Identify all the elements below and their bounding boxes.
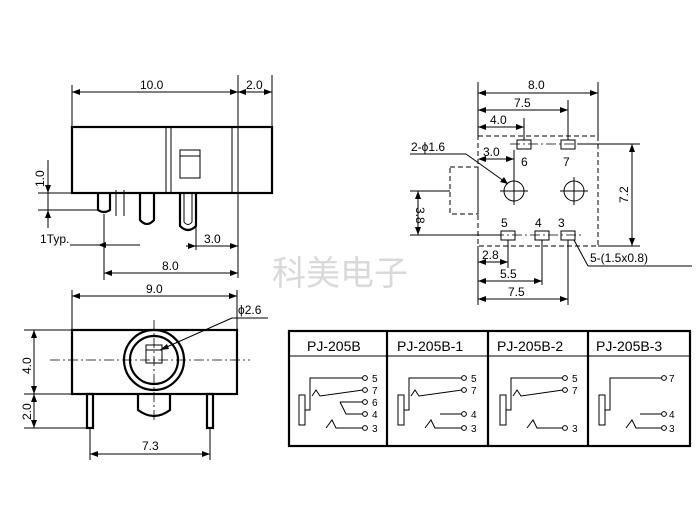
top-height-label: 1.0	[33, 170, 47, 187]
front-leg-label: 2.0	[20, 403, 34, 420]
pad-label-4: 4	[535, 216, 542, 230]
front-width-label: 9.0	[146, 282, 163, 296]
front-center-pin	[136, 394, 172, 418]
pcb-height72-label: 7.2	[617, 186, 631, 203]
pin-gap-label: 3.0	[204, 232, 221, 246]
pin-label: 4	[372, 410, 378, 421]
pcb-left38-label: 3.8	[413, 207, 427, 224]
slot-5	[500, 230, 516, 241]
pcb-span40-label: 4.0	[490, 113, 507, 127]
table-header-3: PJ-205B-2	[497, 338, 563, 354]
pin-label: 5	[372, 374, 378, 385]
pcb-layout: 6 7 5 4 3 8.0 7.5 4.0 2-ϕ1.6 3.0 7.2	[410, 78, 692, 305]
table-header-2: PJ-205B-1	[397, 338, 463, 354]
pin-label: 4	[669, 410, 675, 421]
slot-4	[534, 230, 550, 241]
slot-7	[560, 139, 576, 150]
slot-callout-label: 5-(1.5x0.8)	[590, 251, 648, 265]
schematic-pj205b-3: 7 4 3	[598, 374, 675, 435]
pad-label-3: 3	[558, 216, 565, 230]
pin-span-label: 8.0	[162, 259, 179, 273]
watermark: 科美电子	[272, 254, 408, 294]
front-contact	[145, 344, 163, 364]
front-leg-right	[205, 392, 215, 430]
pin-label: 5	[572, 374, 578, 385]
top-view-pin-mid	[138, 193, 156, 226]
table-header-1: PJ-205B	[307, 338, 361, 354]
top-right-label: 2.0	[246, 78, 263, 92]
schematic-table: PJ-205B PJ-205B-1 PJ-205B-2 PJ-205B-3 5 …	[287, 329, 692, 448]
schematic-pj205b-1: 5 7 4 3	[397, 374, 477, 435]
pad-label-7: 7	[563, 155, 570, 169]
top-view-pin-left	[96, 193, 112, 214]
pcb-span75-label: 7.5	[514, 96, 531, 110]
front-leg-left	[85, 392, 95, 430]
pin-label: 7	[572, 386, 578, 397]
pcb-bottom28-label: 2.8	[482, 248, 499, 262]
pin-label: 3	[669, 424, 675, 435]
pcb-bottom55-label: 5.5	[500, 267, 517, 281]
pin-label: 4	[471, 410, 477, 421]
pad-label-5: 5	[501, 216, 508, 230]
front-pinspan-label: 7.3	[142, 439, 159, 453]
schematic-pj205b-2: 5 7 3	[499, 374, 578, 435]
top-view: 10.0 2.0 1.0 1Typ. 3.0 8.0	[33, 75, 274, 280]
pin-label: 7	[372, 386, 378, 397]
pin-label: 7	[669, 374, 675, 385]
pcb-bottom75-label: 7.5	[508, 285, 525, 299]
pin-label: 3	[471, 424, 477, 435]
table-header-4: PJ-205B-3	[596, 338, 662, 354]
front-dia-label: ϕ2.6	[238, 303, 262, 317]
front-view: 9.0 ϕ2.6 4.0 2.0 7.3	[20, 282, 268, 460]
pin-label: 6	[372, 398, 378, 409]
pcb-width-label: 8.0	[528, 78, 545, 92]
table-frame	[287, 329, 692, 448]
pin-label: 3	[572, 424, 578, 435]
top-width-label: 10.0	[140, 78, 164, 92]
pad-label-6: 6	[521, 155, 528, 169]
pcb-gap30-label: 3.0	[483, 145, 500, 159]
pcb-side-tab	[449, 166, 479, 215]
front-height-label: 4.0	[20, 357, 34, 374]
schematic-pj205b: 5 7 6 4 3	[298, 374, 378, 435]
slot-3	[560, 230, 576, 241]
top-view-window	[179, 149, 201, 179]
hole-callout-label: 2-ϕ1.6	[411, 140, 445, 154]
slot-6	[516, 139, 532, 150]
pin-label: 5	[471, 374, 477, 385]
top-view-body	[70, 125, 274, 195]
pin-label: 3	[372, 424, 378, 435]
typ-label: 1Typ.	[40, 232, 69, 246]
pin-label: 7	[471, 386, 477, 397]
